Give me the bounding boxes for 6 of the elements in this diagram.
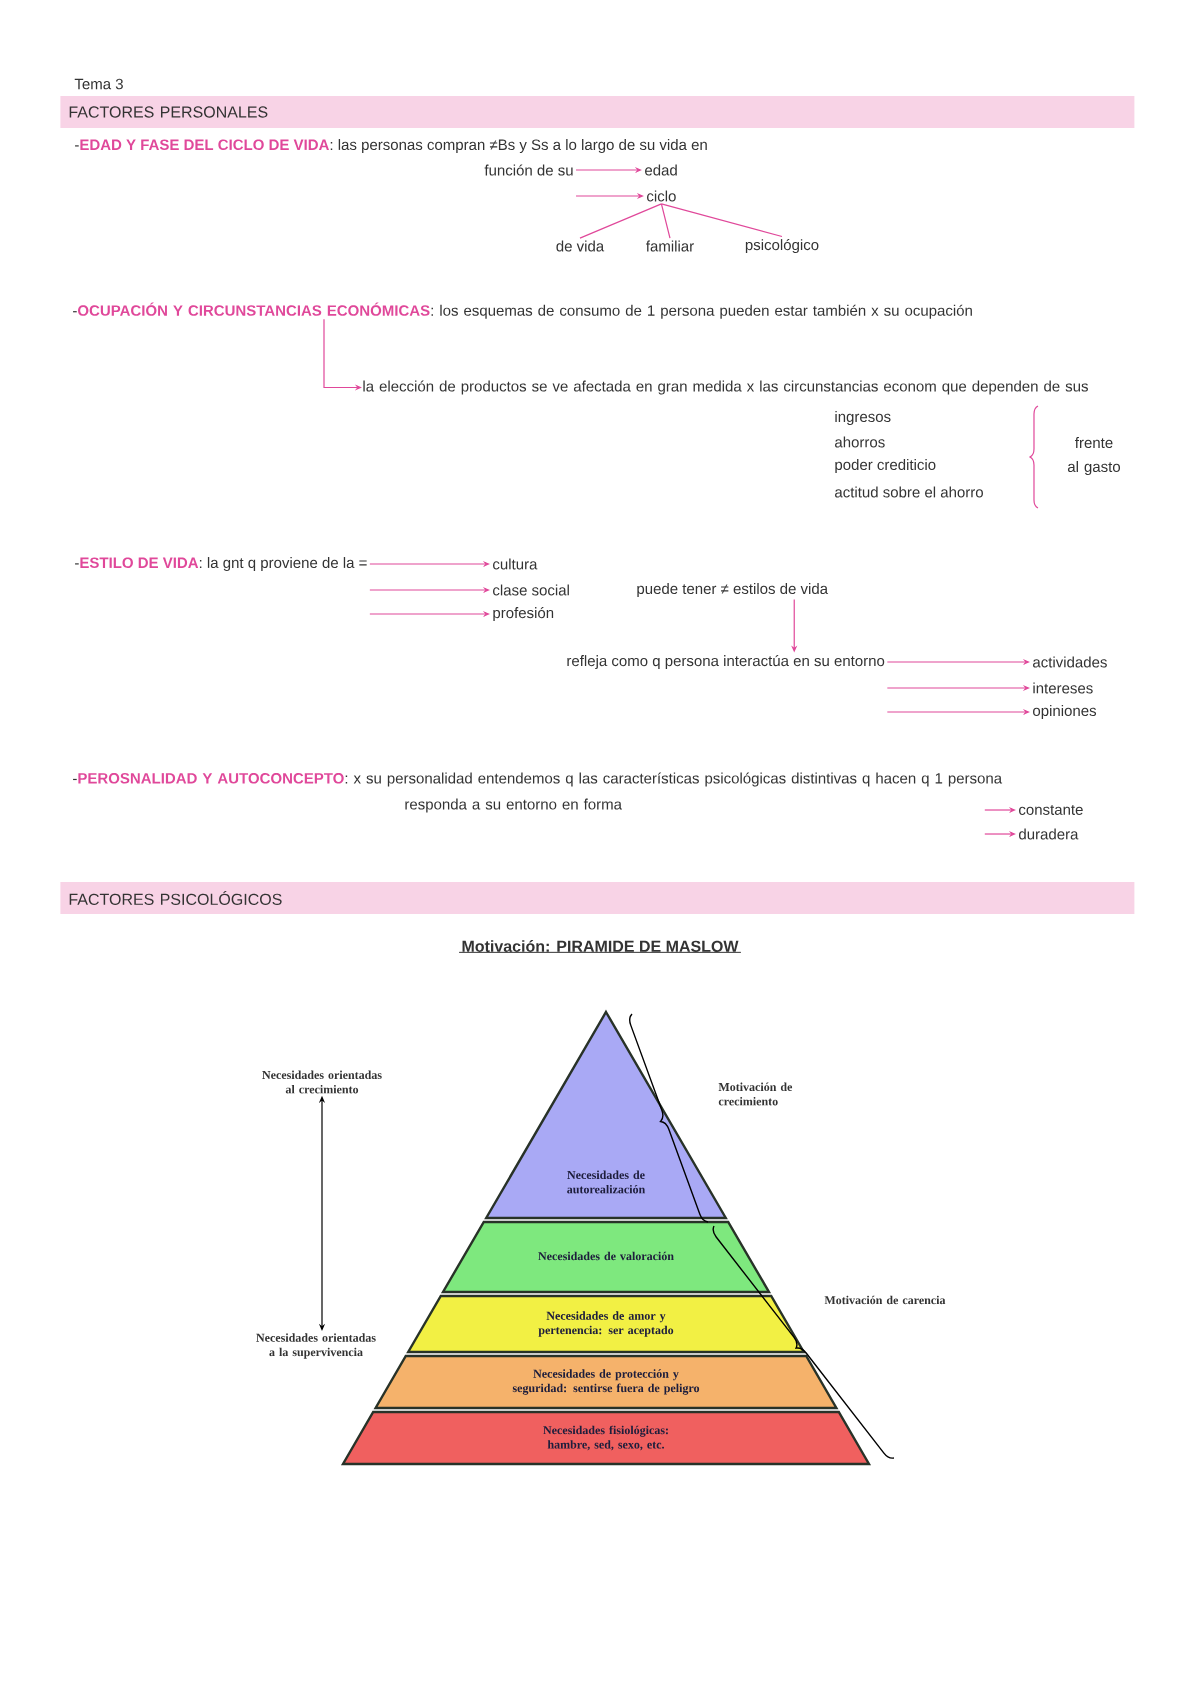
section-header-band: FACTORES PSICOLÓGICOS	[60, 882, 1135, 914]
section-header-band: FACTORES PERSONALES	[60, 96, 1135, 128]
branch-line	[579, 203, 662, 239]
branch-line	[660, 203, 671, 239]
branch-line	[660, 203, 783, 238]
heading: Motivación: PIRAMIDE DE MASLOW	[458, 940, 742, 953]
